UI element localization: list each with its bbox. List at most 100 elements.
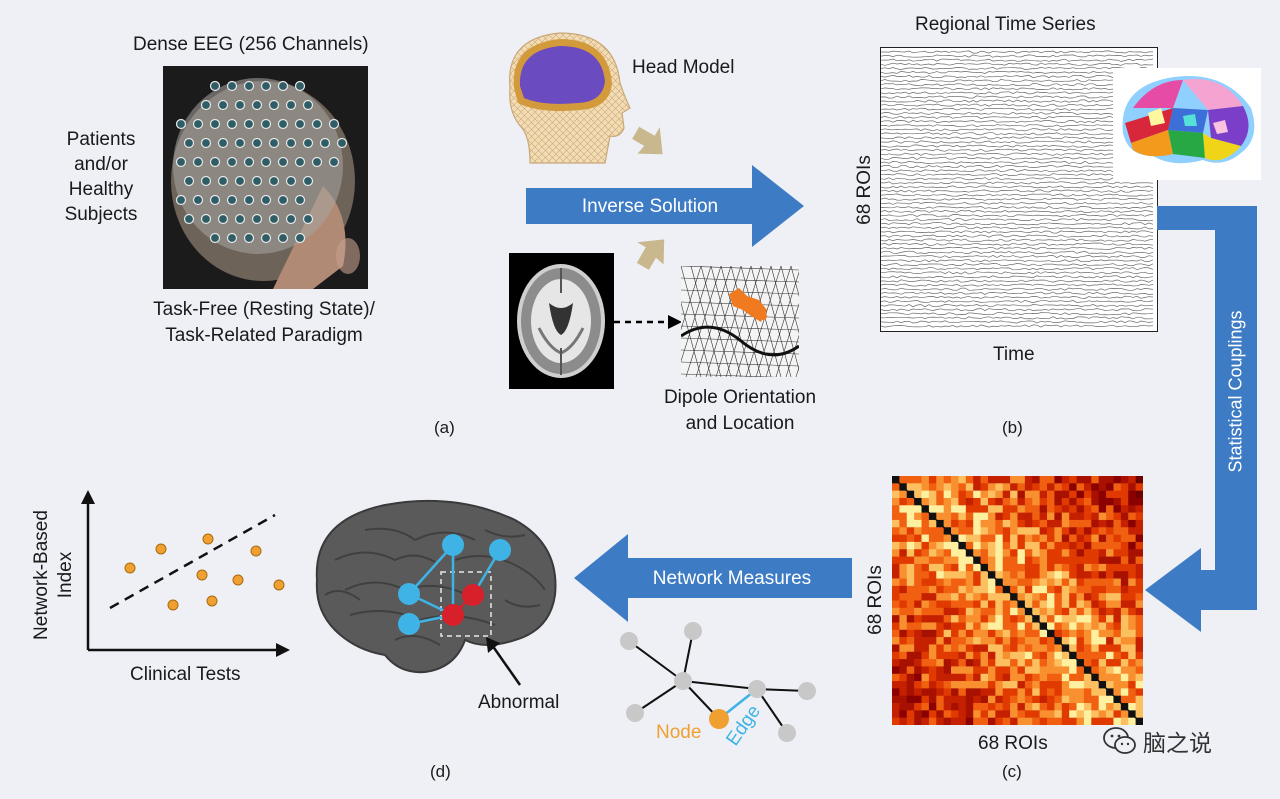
matrix-cell	[1135, 585, 1144, 594]
matrix-cell	[906, 497, 915, 506]
matrix-cell	[1135, 571, 1144, 579]
matrix-cell	[1054, 527, 1063, 535]
brain-node-blue	[398, 583, 420, 605]
matrix-cell	[943, 505, 952, 513]
matrix-cell	[906, 637, 915, 645]
matrix-cell	[973, 549, 981, 557]
matrix-cell	[936, 710, 944, 718]
roi-trace	[880, 164, 1154, 169]
matrix-cell	[899, 651, 908, 660]
matrix-cell	[1061, 717, 1070, 726]
matrix-cell	[1106, 541, 1114, 550]
matrix-cell	[1032, 527, 1040, 535]
matrix-cell	[928, 556, 937, 565]
matrix-cell	[1120, 710, 1129, 718]
matrix-cell	[921, 593, 930, 601]
matrix-cell	[1113, 710, 1122, 718]
matrix-cell	[1061, 563, 1070, 572]
matrix-cell	[1024, 717, 1033, 726]
matrix-cell	[1128, 666, 1136, 675]
matrix-cell	[914, 688, 922, 696]
matrix-cell	[965, 637, 974, 645]
matrix-cell	[914, 541, 922, 550]
matrix-cell	[1002, 659, 1011, 667]
matrix-cell	[1039, 534, 1048, 543]
matrix-cell	[1135, 644, 1144, 653]
matrix-cell	[1010, 549, 1018, 557]
matrix-cell	[1135, 710, 1144, 718]
matrix-cell	[1106, 695, 1114, 704]
abnormal-arrow	[480, 635, 530, 695]
matrix-cell	[906, 556, 915, 565]
matrix-cell	[1076, 637, 1085, 645]
matrix-cell	[987, 615, 996, 623]
matrix-cell	[892, 593, 900, 601]
matrix-cell	[1024, 629, 1033, 638]
matrix-cell	[1032, 593, 1040, 601]
matrix-cell	[1113, 556, 1122, 565]
matrix-cell	[958, 622, 967, 631]
matrix-cell	[1098, 637, 1107, 645]
matrix-cell	[1106, 549, 1114, 557]
matrix-cell	[1091, 519, 1099, 528]
eeg-electrode	[209, 80, 221, 92]
scatter-point	[202, 533, 214, 545]
matrix-cell	[1106, 563, 1114, 572]
matrix-cell	[1098, 497, 1107, 506]
matrix-cell	[1032, 651, 1040, 660]
matrix-cell	[1047, 666, 1055, 675]
matrix-cell	[1054, 476, 1063, 484]
matrix-cell	[951, 527, 959, 535]
matrix-cell	[1135, 541, 1144, 550]
matrix-cell	[1010, 629, 1018, 638]
matrix-cell	[892, 527, 900, 535]
matrix-cell	[1098, 585, 1107, 594]
matrix-cell	[1047, 541, 1055, 550]
matrix-cell	[1002, 571, 1011, 579]
matrix-cell	[1098, 659, 1107, 667]
matrix-cell	[928, 651, 937, 660]
cortical-mesh	[665, 265, 832, 379]
matrix-cell	[1091, 666, 1099, 675]
matrix-cell	[899, 600, 908, 609]
matrix-cell	[1091, 490, 1099, 499]
matrix-cell	[921, 629, 930, 638]
matrix-cell	[1083, 607, 1092, 616]
matrix-cell	[914, 563, 922, 572]
matrix-cell	[906, 593, 915, 601]
matrix-cell	[1076, 527, 1085, 535]
roi-trace	[880, 267, 1154, 271]
roi-trace	[880, 197, 1154, 201]
matrix-cell	[892, 483, 900, 491]
matrix-cell	[1069, 688, 1077, 696]
matrix-cell	[1091, 688, 1099, 696]
matrix-cell	[1002, 541, 1011, 550]
matrix-cell	[914, 651, 922, 660]
matrix-cell	[943, 483, 952, 491]
subjects-line-4: Subjects	[64, 204, 138, 225]
matrix-cell	[1076, 571, 1085, 579]
matrix-cell	[1024, 541, 1033, 550]
network-graph	[615, 615, 825, 755]
matrix-cell	[1039, 717, 1048, 726]
matrix-cell	[1069, 571, 1077, 579]
matrix-cell	[1135, 593, 1144, 601]
matrix-cell	[899, 615, 908, 623]
matrix-cell	[1083, 688, 1092, 696]
matrix-cell	[958, 563, 967, 572]
matrix-cell	[1024, 593, 1033, 601]
matrix-cell	[943, 563, 952, 572]
matrix-cell	[1091, 600, 1099, 609]
matrix-cell	[1069, 673, 1077, 682]
matrix-cell	[1047, 585, 1055, 594]
matrix-cell	[914, 585, 922, 594]
matrix-cell	[958, 673, 967, 682]
matrix-cell	[1054, 512, 1063, 521]
eeg-electrode	[277, 156, 289, 168]
matrix-cell	[1076, 534, 1085, 543]
matrix-cell	[980, 541, 989, 550]
eeg-electrode	[260, 156, 272, 168]
matrix-cell	[899, 607, 908, 616]
matrix-cell	[995, 563, 1004, 572]
matrix-cell	[1032, 483, 1040, 491]
